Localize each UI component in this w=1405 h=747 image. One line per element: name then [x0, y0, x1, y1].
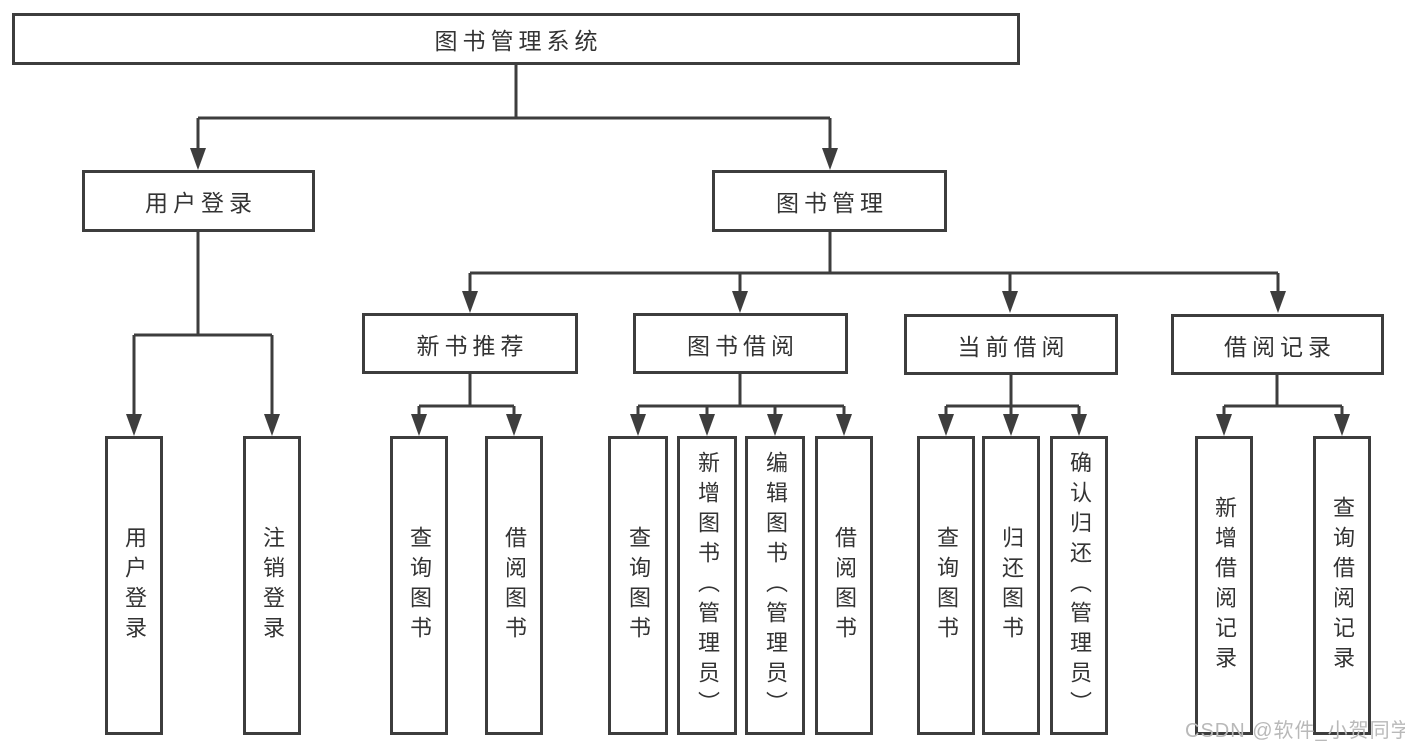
arrowheads: [126, 148, 1350, 436]
leaf-edit-books-admin: 编辑图书（管理员）: [745, 436, 805, 735]
node-user-login: 用户登录: [82, 170, 315, 232]
leaf-query-books-current: 查询图书: [917, 436, 975, 735]
csdn-watermark: CSDN @软件_小贺同学: [1185, 720, 1405, 742]
node-new-book-recommendation: 新书推荐: [362, 313, 578, 374]
leaf-return-books: 归还图书: [982, 436, 1040, 735]
leaf-borrow-books: 借阅图书: [815, 436, 873, 735]
node-library-system: 图书管理系统: [12, 13, 1020, 65]
node-book-management: 图书管理: [712, 170, 947, 232]
node-borrow-records: 借阅记录: [1171, 314, 1384, 375]
leaf-query-books-borrowing: 查询图书: [608, 436, 668, 735]
leaf-confirm-return-admin: 确认归还（管理员）: [1050, 436, 1108, 735]
leaf-user-login: 用户登录: [105, 436, 163, 735]
leaf-logout: 注销登录: [243, 436, 301, 735]
leaf-add-books-admin: 新增图书（管理员）: [677, 436, 737, 735]
node-book-borrowing: 图书借阅: [633, 313, 848, 374]
node-current-borrowing: 当前借阅: [904, 314, 1118, 375]
leaf-query-books-recommend: 查询图书: [390, 436, 448, 735]
leaf-borrow-books-recommend: 借阅图书: [485, 436, 543, 735]
leaf-query-borrow-record: 查询借阅记录: [1313, 436, 1371, 735]
leaf-add-borrow-record: 新增借阅记录: [1195, 436, 1253, 735]
